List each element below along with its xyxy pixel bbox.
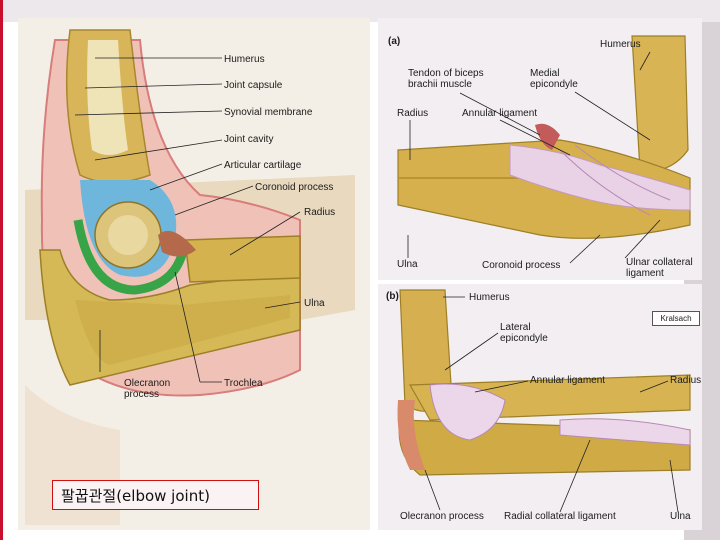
radius-bone [184,235,301,283]
label-a-tendon-biceps: Tendon of biceps brachii muscle [408,68,484,90]
label-b-annular-ligament: Annular ligament [530,375,606,386]
lateral-view-diagram [378,284,702,530]
sagittal-elbow-diagram [18,18,370,530]
label-a-medial-epicondyle: Medial epicondyle [530,68,578,90]
slide-red-edge [0,0,3,540]
biceps-tendon-shape [158,230,196,257]
label-b-olecranon-process: Olecranon process [400,511,484,522]
label-joint-cavity: Joint cavity [224,134,274,145]
kralsach-stamp: Kralsach [652,311,700,326]
panel-label-b: (b) [386,291,399,302]
label-b-lateral-epicondyle: Lateral epicondyle [500,322,548,344]
label-a-humerus: Humerus [600,39,641,50]
humerus-a [631,35,689,172]
label-synovial-membrane: Synovial membrane [224,107,313,118]
forearm-a [397,139,691,239]
label-trochlea: Trochlea [224,378,263,389]
label-articular-cartilage: Articular cartilage [224,160,302,171]
panel-label-a: (a) [388,36,401,47]
label-olecranon-process: Olecranon process [124,378,171,400]
label-b-radial-collateral: Radial collateral ligament [504,511,616,522]
label-a-ulnar-collateral: Ulnar collateral ligament [626,257,693,279]
label-b-radius: Radius [670,375,702,386]
label-a-annular-ligament: Annular ligament [462,108,538,119]
label-a-radius: Radius [397,108,429,119]
synovial-membrane-shape [73,219,190,295]
label-coronoid-process: Coronoid process [255,182,334,193]
label-a-coronoid-process: Coronoid process [482,260,561,271]
slide-caption: 팔꿉관절(elbow joint) [52,480,259,510]
label-a-ulna: Ulna [397,259,418,270]
label-radius: Radius [304,207,336,218]
medial-view-diagram [378,18,702,280]
label-b-ulna: Ulna [670,511,691,522]
label-humerus: Humerus [224,54,265,65]
label-b-humerus: Humerus [469,292,510,303]
scan-top-strip [0,0,720,22]
label-joint-capsule: Joint capsule [224,80,283,91]
label-ulna: Ulna [304,298,325,309]
